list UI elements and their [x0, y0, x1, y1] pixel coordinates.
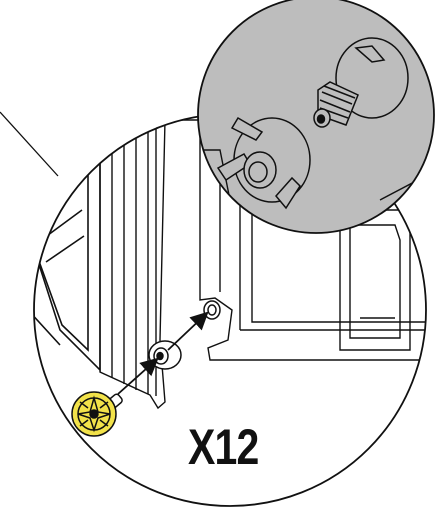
inset-threaded-screw: [313, 37, 409, 128]
quantity-label: X12: [188, 419, 259, 475]
mounting-hole: [203, 300, 221, 320]
window-frame: [339, 209, 411, 351]
wing-knob-screw: [71, 391, 123, 437]
insertion-arrow-2: [167, 311, 209, 351]
callout-leader-line: [0, 111, 59, 177]
inset-wing-knob: [216, 116, 311, 210]
insertion-arrow-1: [117, 357, 159, 395]
snap-in-collar: [148, 340, 182, 370]
inset-zoom-outline: [197, 0, 435, 234]
inset-zoom-circle: [198, 0, 434, 233]
